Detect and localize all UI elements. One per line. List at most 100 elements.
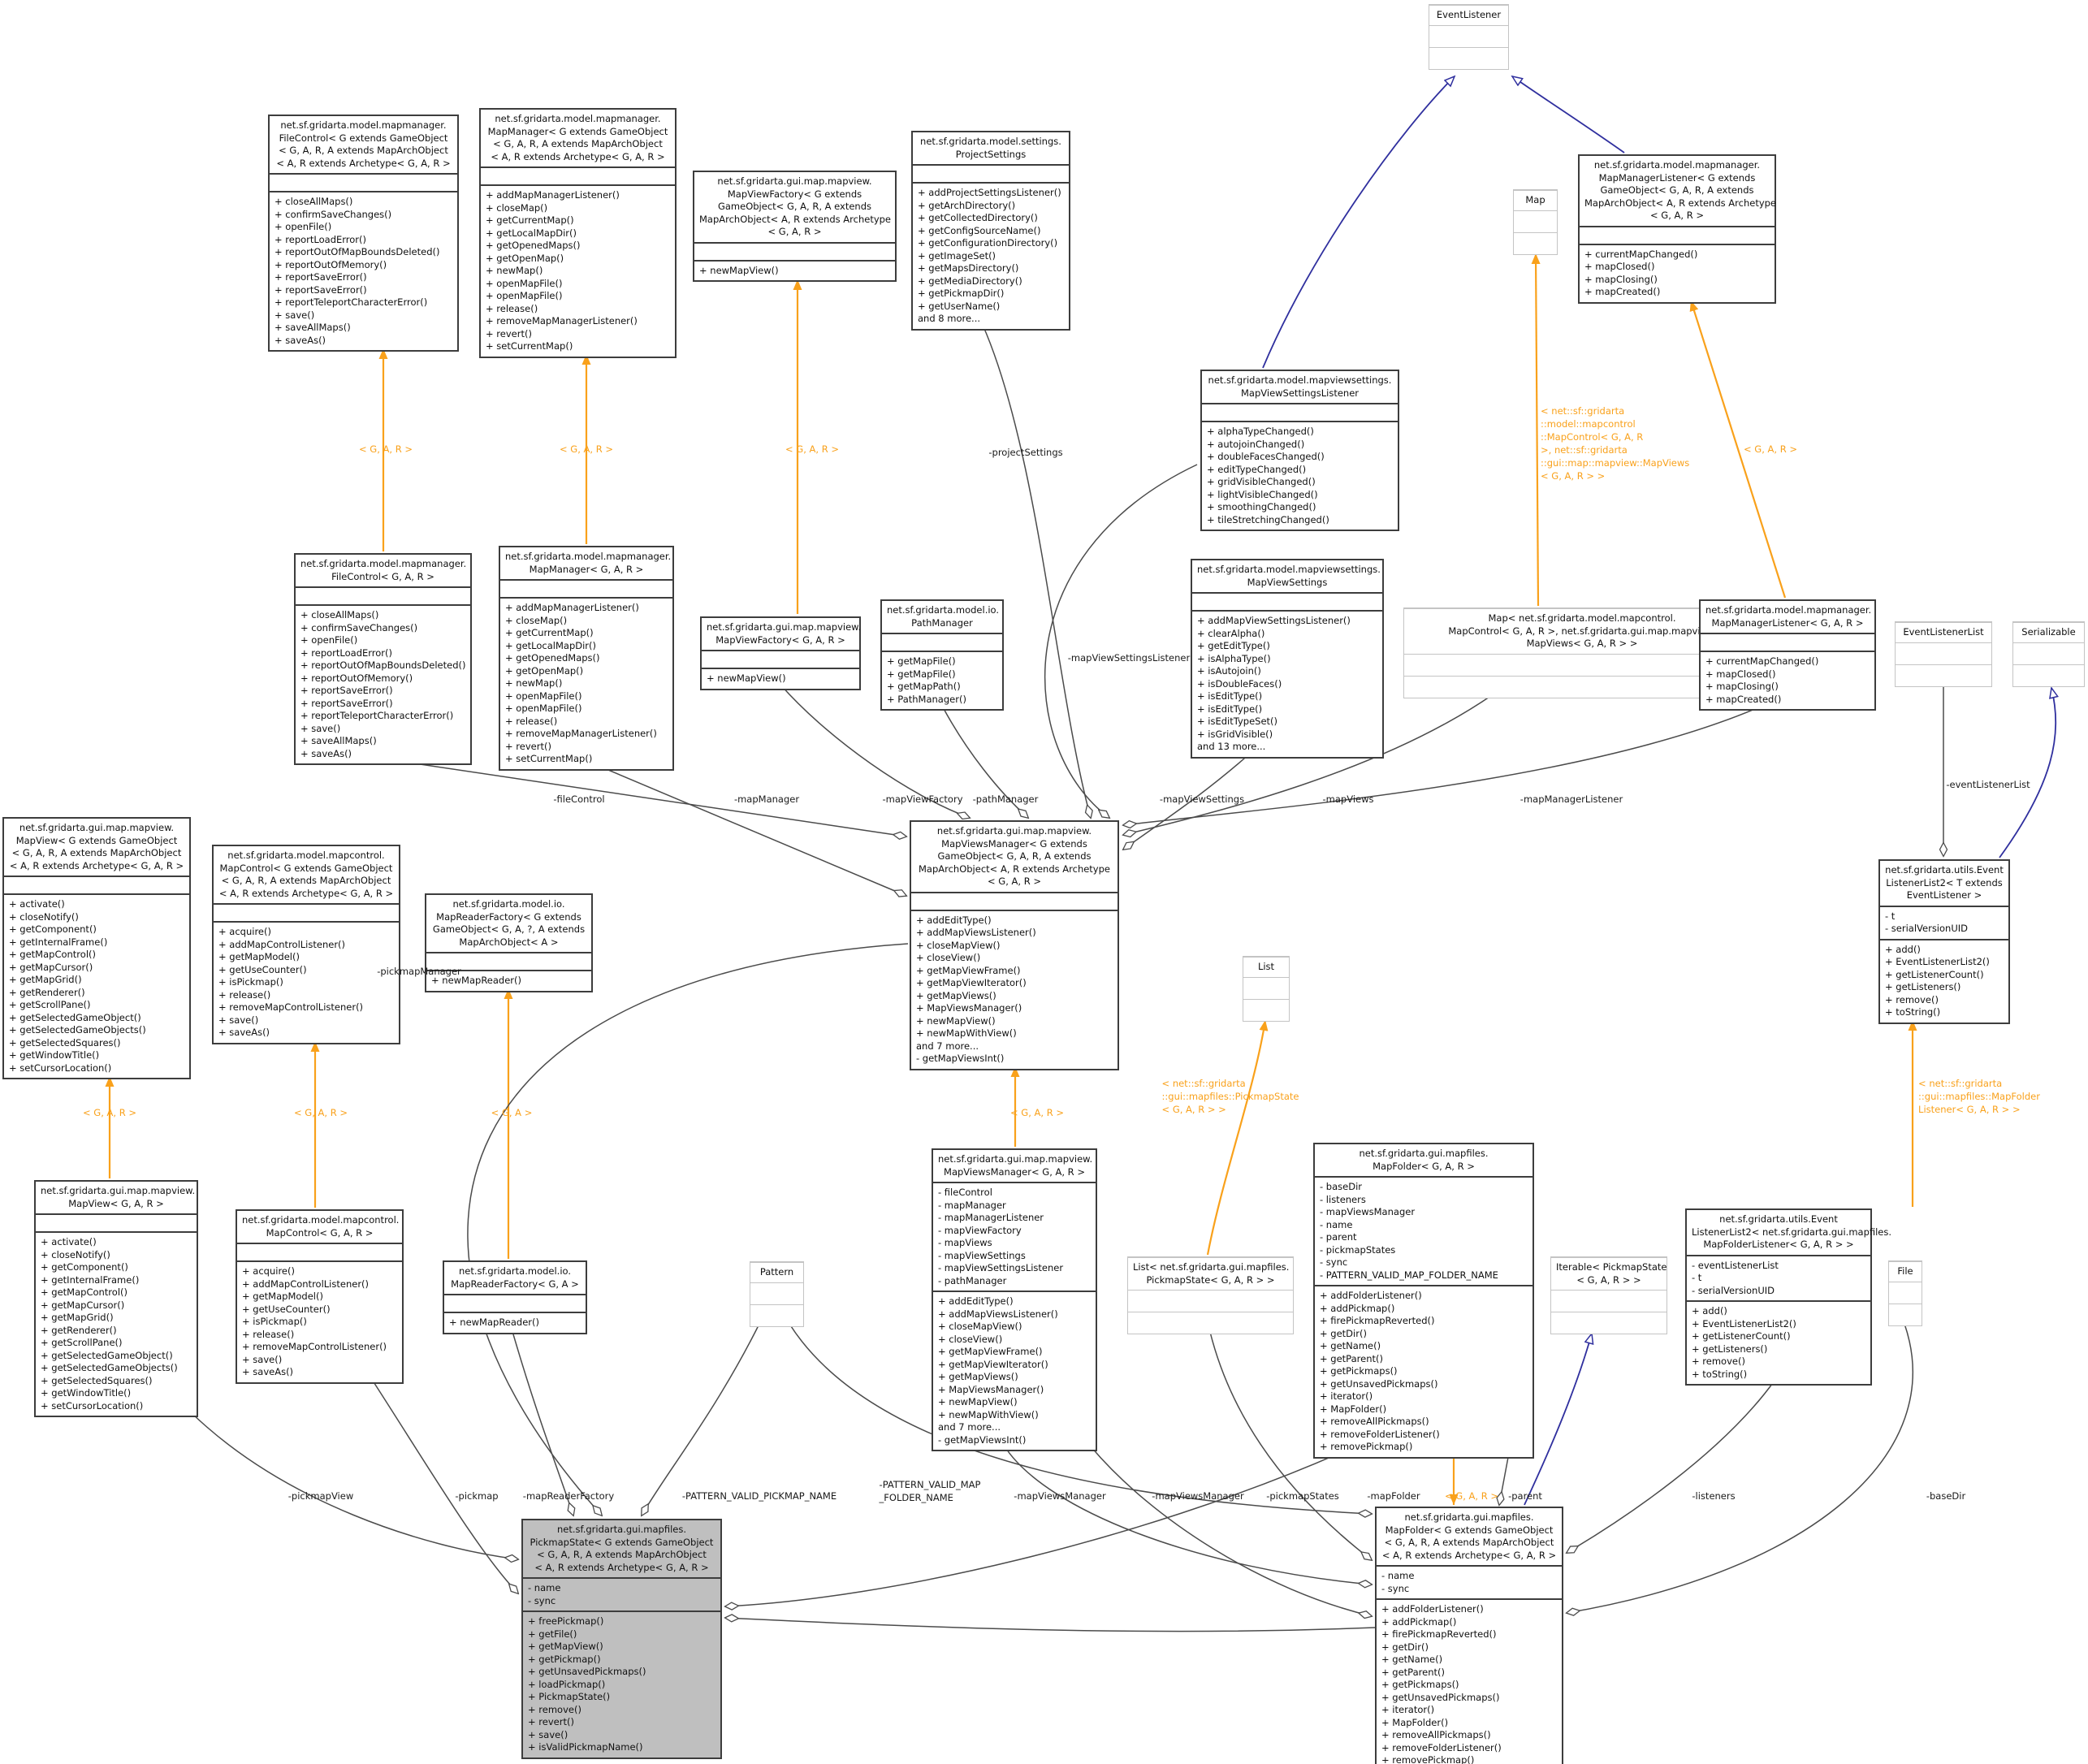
title-line: Map <box>1525 194 1545 205</box>
methods-line: + getListenerCount() <box>1885 968 1984 980</box>
methods-line: + loadPickmap() <box>528 1678 606 1690</box>
methods-line: + closeMapView() <box>916 939 1001 951</box>
title-line: MapManager< G extends GameObject <box>487 125 668 137</box>
title-line: List <box>1257 961 1275 972</box>
class-box-mapviewfactory-i[interactable]: net.sf.gridarta.gui.map.mapview.MapViewF… <box>700 616 861 690</box>
class-box-mapreaderfactory-t[interactable]: net.sf.gridarta.model.io.MapReaderFactor… <box>425 893 593 992</box>
class-box-mapview-i[interactable]: net.sf.gridarta.gui.map.mapview.MapView<… <box>34 1180 198 1417</box>
attrs-line: - sync <box>1320 1256 1348 1268</box>
class-box-filecontrol-t[interactable]: net.sf.gridarta.model.mapmanager.FileCon… <box>268 115 459 352</box>
edge-label: -PATTERN_VALID_MAP_FOLDER_NAME <box>880 1478 981 1504</box>
methods-line: + getArchDirectory() <box>918 199 1016 211</box>
edge-label-line: < G, A, R > <box>1744 443 1797 455</box>
methods-line: + autojoinChanged() <box>1207 438 1305 450</box>
edge-label: < G, A, R > <box>1445 1489 1498 1502</box>
edge-agg-mapviewsettingslistener <box>1044 464 1198 818</box>
methods-line: + getMapControl() <box>41 1286 128 1298</box>
methods-line: + removeAllPickmaps() <box>1320 1416 1429 1427</box>
title-line: < G, A, R > > <box>1576 1273 1641 1286</box>
class-box-mapmanagerlistener-i[interactable]: net.sf.gridarta.model.mapmanager.MapMana… <box>1699 599 1876 711</box>
edge-label-line: -mapManager <box>733 793 800 805</box>
class-box-mapcontrol-t[interactable]: net.sf.gridarta.model.mapcontrol.MapCont… <box>212 845 400 1044</box>
edge-label-line: -mapViewFactory <box>882 793 963 805</box>
title-line: Serializable <box>2021 626 2076 638</box>
class-box-mapfolder-t[interactable]: net.sf.gridarta.gui.mapfiles.MapFolder< … <box>1375 1507 1563 1764</box>
class-box-mapviewfactory-t[interactable]: net.sf.gridarta.gui.map.mapview.MapViewF… <box>693 171 897 282</box>
methods-line: + doubleFacesChanged() <box>1207 451 1325 462</box>
class-box-mapmanager-i[interactable]: net.sf.gridarta.model.mapmanager.MapMana… <box>499 546 674 771</box>
edge-label: < G, A, R > <box>294 1106 348 1119</box>
title-line: < G, A, R, A extends MapArchObject <box>1384 1537 1554 1548</box>
class-box-projectsettings[interactable]: net.sf.gridarta.model.settings.ProjectSe… <box>911 131 1070 331</box>
methods-line: + newMapView() <box>916 1014 996 1027</box>
class-box-mapviewsettings[interactable]: net.sf.gridarta.model.mapviewsettings.Ma… <box>1191 559 1384 759</box>
class-box-mapviewsmanager-t[interactable]: net.sf.gridarta.gui.map.mapview.MapViews… <box>910 820 1119 1070</box>
methods-line: + gridVisibleChanged() <box>1207 476 1316 487</box>
class-box-mapmanagerlistener-t[interactable]: net.sf.gridarta.model.mapmanager.MapMana… <box>1578 154 1776 304</box>
methods-line: + closeView() <box>916 952 981 963</box>
methods-line: + getInternalFrame() <box>9 936 108 948</box>
edge-label-line: -mapFolder <box>1367 1490 1420 1502</box>
edge-label-line: ::MapControl< G, A, R <box>1541 431 1644 443</box>
methods-line: + getMapGrid() <box>9 974 82 985</box>
title-line: < G, A, R, A extends MapArchObject <box>11 847 182 858</box>
edge-label-line: < G, A, R > <box>1445 1490 1498 1502</box>
class-box-filecontrol-i[interactable]: net.sf.gridarta.model.mapmanager.FileCon… <box>294 553 472 765</box>
methods-line: + getComponent() <box>41 1261 128 1273</box>
methods-line: + isEditTypeSet() <box>1197 716 1278 727</box>
methods-line: + saveAs() <box>218 1027 270 1038</box>
attrs-line: - sync <box>528 1594 556 1606</box>
title-line: PickmapState< G extends GameObject <box>530 1536 714 1548</box>
edge-label: < G, A > <box>491 1106 533 1119</box>
edge-agg-pickmapview <box>190 1412 518 1559</box>
class-box-mapmanager-t[interactable]: net.sf.gridarta.model.mapmanager.MapMana… <box>479 108 677 358</box>
edge-template-mapmanagerlistener <box>1689 300 1787 599</box>
title-line: FileControl< G, A, R > <box>331 570 434 582</box>
edge-label-line: ::gui::mapfiles::MapFolder <box>1918 1091 2040 1102</box>
edge-label: -pickmap <box>455 1489 498 1502</box>
edge-agg-listeners <box>1567 1380 1775 1553</box>
class-box-mapview-t[interactable]: net.sf.gridarta.gui.map.mapview.MapView<… <box>2 817 191 1079</box>
edge-agg-mapmanagerlistener <box>1123 705 1763 825</box>
methods-line: + getCollectedDirectory() <box>918 212 1038 223</box>
methods-line: + getMapPath() <box>887 681 961 692</box>
edge-label-line: >, net::sf::gridarta <box>1541 444 1628 456</box>
methods-line: + reportOutOfMemory() <box>300 672 413 684</box>
methods-line: + reportLoadError() <box>300 646 393 659</box>
methods-line: + mapClosed() <box>1584 261 1655 272</box>
edge-label-line: < net::sf::gridarta <box>1541 405 1625 417</box>
methods-line: and 8 more... <box>918 313 981 324</box>
class-box-mapfolder-i[interactable]: net.sf.gridarta.gui.mapfiles.MapFolder< … <box>1313 1143 1534 1459</box>
title-line: MapArchObject< A, R extends Archetype <box>699 213 892 225</box>
attrs-line: - PATTERN_VALID_MAP_FOLDER_NAME <box>1320 1269 1498 1281</box>
edge-label-line: < G, A > <box>491 1107 533 1118</box>
edge-label: -mapManager <box>734 793 799 806</box>
methods-line: + isEditType() <box>1197 690 1263 702</box>
class-box-mapcontrol-i[interactable]: net.sf.gridarta.model.mapcontrol.MapCont… <box>236 1209 404 1384</box>
title-line: MapViewSettings <box>1247 576 1328 588</box>
methods-line: + removeFolderListener() <box>1381 1741 1502 1753</box>
title-line: ListenerList2< T extends <box>1886 876 2003 888</box>
edge-agg-basedir <box>1567 1323 1913 1613</box>
class-box-mapviewsmanager-i[interactable]: net.sf.gridarta.gui.map.mapview.MapViews… <box>932 1148 1097 1451</box>
class-box-pathmanager[interactable]: net.sf.gridarta.model.io.PathManager+ ge… <box>880 599 1004 711</box>
title-line: GameObject< G, A, R, A extends <box>937 850 1092 862</box>
methods-line: + openMapFile() <box>505 703 582 714</box>
methods-line: + addEditType() <box>916 914 992 926</box>
title-line: < G, A, R > <box>988 876 1041 887</box>
attrs-line: - listeners <box>1320 1193 1366 1205</box>
class-box-mapviewsettingslistener[interactable]: net.sf.gridarta.model.mapviewsettings.Ma… <box>1200 370 1399 531</box>
class-box-mapreaderfactory-i[interactable]: net.sf.gridarta.model.io.MapReaderFactor… <box>443 1260 587 1334</box>
methods-line: + iterator() <box>1320 1390 1373 1402</box>
attrs-line: - baseDir <box>1320 1181 1362 1192</box>
methods-line: + getConfigSourceName() <box>918 224 1041 236</box>
methods-line: + getMapModel() <box>242 1291 323 1302</box>
edge-label-line: < G, A, R > <box>359 443 413 455</box>
edge-label-line: < net::sf::gridarta <box>1918 1078 2003 1089</box>
methods-line: + addMapControlListener() <box>218 938 346 950</box>
methods-line: + revert() <box>486 327 532 339</box>
title-line: net.sf.gridarta.gui.map.mapview. <box>41 1185 196 1196</box>
